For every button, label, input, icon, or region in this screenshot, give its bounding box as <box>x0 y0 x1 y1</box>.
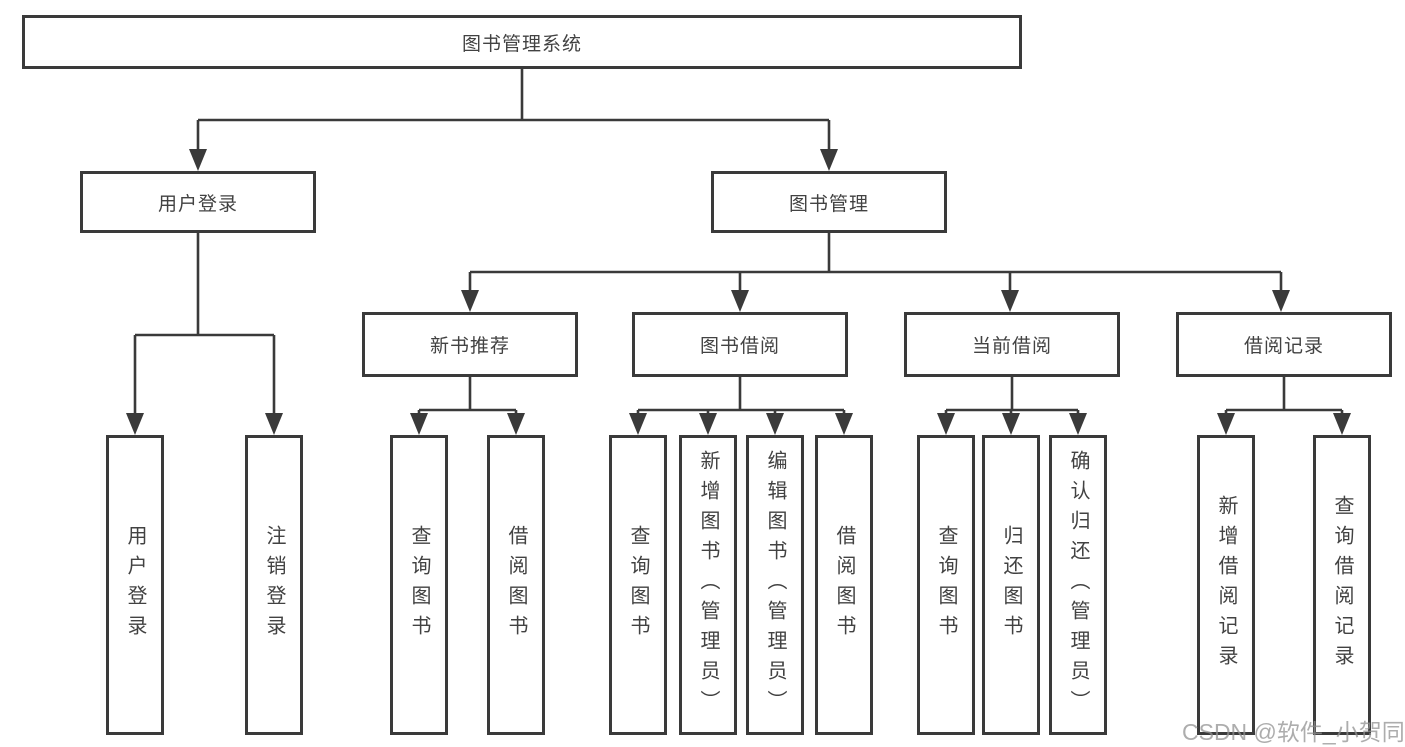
node-book-borrowing-label: 图书借阅 <box>699 336 780 357</box>
node-user-login-label: 用户登录 <box>157 193 238 215</box>
arrowheads <box>126 149 1351 435</box>
leaf-confirm-return-admin: 确认归还（管理员） <box>1049 435 1107 735</box>
leaf-logout: 注销登录 <box>245 435 303 735</box>
leaf-add-book-admin: 新增图书（管理员） <box>679 435 737 735</box>
leaf-borrow-books-borrowing: 借阅图书 <box>815 435 873 735</box>
leaf-borrow-books-borrowing-label: 借阅图书 <box>833 525 855 645</box>
node-user-login: 用户登录 <box>80 171 316 233</box>
edge-new-book-children <box>417 377 518 417</box>
node-book-management: 图书管理 <box>711 171 947 233</box>
leaf-edit-book-admin-label: 编辑图书（管理员） <box>764 450 786 720</box>
leaf-query-books-borrowing: 查询图书 <box>609 435 667 735</box>
leaf-return-book-label: 归还图书 <box>1000 525 1022 645</box>
node-book-management-label: 图书管理 <box>788 193 869 215</box>
leaf-edit-book-admin: 编辑图书（管理员） <box>746 435 804 735</box>
leaf-borrow-books-recommend: 借阅图书 <box>487 435 545 735</box>
watermark-text: CSDN @软件_小贺同学 <box>1182 719 1405 745</box>
node-book-borrowing: 图书借阅 <box>632 312 848 377</box>
leaf-logout-label: 注销登录 <box>263 525 285 645</box>
leaf-add-borrow-record-label: 新增借阅记录 <box>1215 495 1237 675</box>
node-current-borrowing: 当前借阅 <box>904 312 1120 377</box>
leaf-user-login-label: 用户登录 <box>124 525 146 645</box>
edge-current-borrow-children <box>944 377 1080 417</box>
leaf-add-borrow-record: 新增借阅记录 <box>1197 435 1255 735</box>
edge-book-mgmt-to-sections <box>468 233 1283 294</box>
node-new-book-recommend-label: 新书推荐 <box>429 336 510 357</box>
leaf-user-login: 用户登录 <box>106 435 164 735</box>
node-borrowing-records-label: 借阅记录 <box>1243 336 1324 357</box>
leaf-query-books-current: 查询图书 <box>917 435 975 735</box>
leaf-add-book-admin-label: 新增图书（管理员） <box>697 450 719 720</box>
edge-user-login-children <box>133 233 276 417</box>
node-new-book-recommend: 新书推荐 <box>362 312 578 377</box>
edge-root-to-level2 <box>196 69 831 153</box>
leaf-query-borrow-record-label: 查询借阅记录 <box>1331 495 1353 675</box>
edge-book-borrow-children <box>636 377 846 417</box>
leaf-borrow-books-recommend-label: 借阅图书 <box>505 525 527 645</box>
node-borrowing-records: 借阅记录 <box>1176 312 1392 377</box>
node-current-borrowing-label: 当前借阅 <box>971 336 1052 357</box>
leaf-query-books-borrowing-label: 查询图书 <box>627 525 649 645</box>
leaf-confirm-return-admin-label: 确认归还（管理员） <box>1067 450 1089 720</box>
leaf-query-books-current-label: 查询图书 <box>935 525 957 645</box>
leaf-return-book: 归还图书 <box>982 435 1040 735</box>
leaf-query-books-recommend-label: 查询图书 <box>408 525 430 645</box>
edge-borrow-record-children <box>1224 377 1344 417</box>
node-root-label: 图书管理系统 <box>461 33 582 55</box>
node-root: 图书管理系统 <box>22 15 1022 69</box>
leaf-query-books-recommend: 查询图书 <box>390 435 448 735</box>
leaf-query-borrow-record: 查询借阅记录 <box>1313 435 1371 735</box>
